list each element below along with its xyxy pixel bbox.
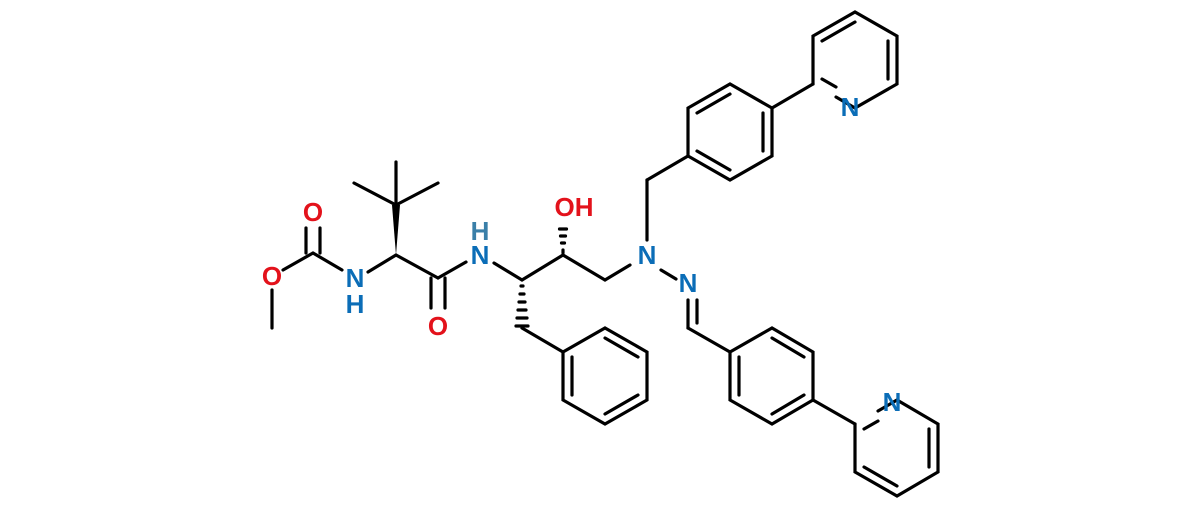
hashed-bond bbox=[514, 284, 530, 328]
oxygen-methoxy-label: O bbox=[262, 261, 282, 291]
hydrogen-amide-label: H bbox=[471, 216, 490, 246]
nitrogen-carbamate-label: N bbox=[346, 263, 365, 293]
nitrogen-imine-label: N bbox=[679, 268, 698, 298]
bond bbox=[820, 20, 857, 43]
bond bbox=[311, 251, 344, 272]
nitrogen-hydrazine-label: N bbox=[638, 240, 657, 270]
bond bbox=[770, 393, 806, 416]
hydroxy-chain bbox=[492, 227, 632, 354]
benzyl-ring bbox=[561, 326, 649, 426]
wedge-bond bbox=[392, 205, 400, 255]
lower-biaryl bbox=[659, 268, 940, 498]
bond bbox=[686, 326, 732, 354]
bond bbox=[603, 393, 640, 416]
ring bbox=[686, 82, 774, 182]
nitrogen-pyridine-top-label: N bbox=[841, 92, 860, 122]
bond bbox=[603, 336, 640, 359]
bond bbox=[862, 465, 899, 488]
bond bbox=[695, 92, 732, 115]
ring bbox=[561, 326, 649, 426]
bond bbox=[352, 181, 398, 207]
upper-biaryl bbox=[645, 10, 899, 242]
hydroxyl-label: OH bbox=[555, 192, 594, 222]
bond bbox=[603, 263, 632, 282]
bond bbox=[520, 326, 565, 354]
bond bbox=[366, 253, 398, 274]
bond bbox=[811, 398, 857, 426]
carbamate-group bbox=[270, 226, 398, 330]
oxygen-amide-label: O bbox=[428, 311, 448, 341]
bond bbox=[770, 82, 815, 110]
bond bbox=[436, 260, 468, 280]
ring bbox=[811, 10, 899, 110]
bond bbox=[770, 336, 806, 359]
bond bbox=[492, 261, 524, 282]
bond bbox=[394, 253, 440, 280]
bond bbox=[659, 268, 678, 281]
bond bbox=[520, 253, 565, 282]
hydrogen-carbamate-label: H bbox=[346, 289, 365, 319]
oxygen-carbonyl-label: O bbox=[303, 197, 323, 227]
bond bbox=[820, 77, 838, 89]
hashed-bond bbox=[557, 227, 569, 255]
bond bbox=[862, 419, 880, 431]
bond bbox=[561, 253, 607, 282]
ring bbox=[728, 326, 815, 426]
bond bbox=[281, 251, 315, 272]
bond bbox=[645, 154, 690, 182]
bond bbox=[394, 181, 440, 207]
nitrogen-amide-label: N bbox=[471, 240, 490, 270]
nitrogen-pyridine-bottom-label: N bbox=[883, 387, 902, 417]
bond bbox=[695, 149, 732, 172]
ring bbox=[853, 398, 940, 498]
tert-butyl-residue bbox=[352, 160, 468, 310]
